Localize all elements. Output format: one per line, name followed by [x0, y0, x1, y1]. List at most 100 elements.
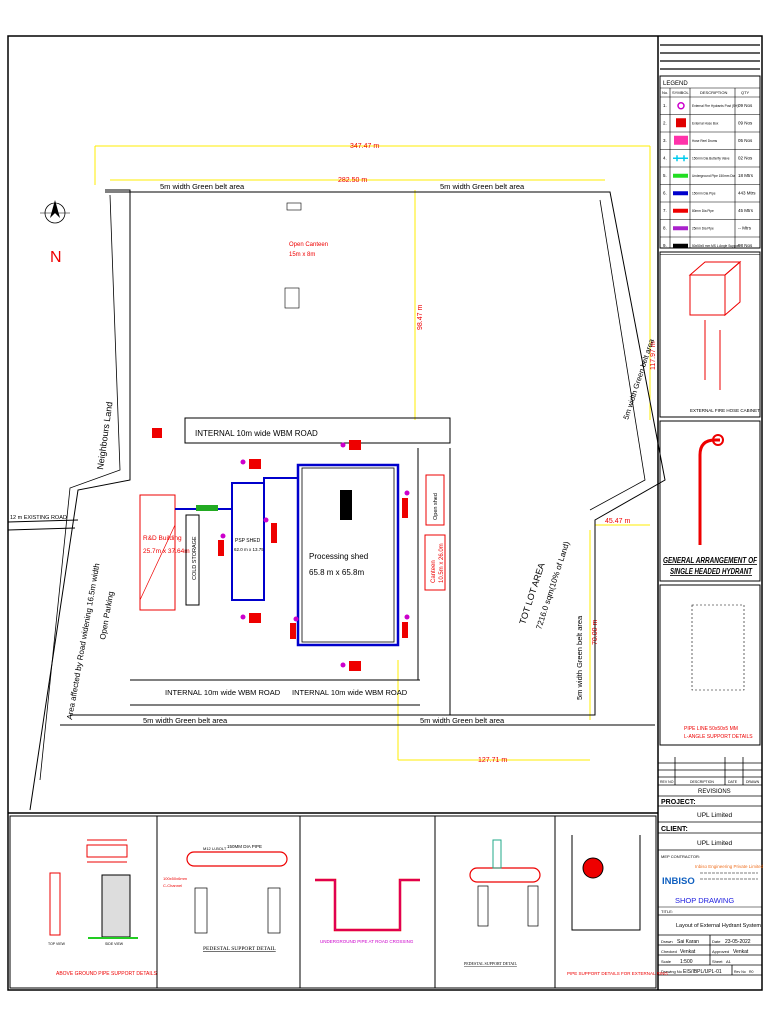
legend-header: QTY — [741, 90, 750, 95]
legend-description: 80mm Dia Pipe — [692, 209, 714, 213]
legend-no: 5. — [663, 173, 667, 178]
side-view-label: SIDE VIEW — [105, 942, 124, 946]
road-bottom-right: INTERNAL 10m wide WBM ROAD — [292, 688, 408, 697]
scale-value: 1:500 — [680, 959, 693, 965]
legend-qty: 98 Nos — [738, 243, 753, 248]
legend-header: DESCRIPTION — [700, 90, 727, 95]
dim-vertical-mid: 98.47 m — [417, 305, 424, 330]
revision-header: REV NO — [660, 780, 674, 784]
legend-description: Hose Reel Drums — [692, 139, 718, 143]
revisions-label: REVISIONS — [698, 789, 731, 795]
legend-description: 50x50x5 mm MS L Angle Support — [692, 244, 739, 248]
butterfly-valve-icon — [673, 155, 688, 162]
sheet-label: Sheet — [712, 959, 723, 964]
green-belt-top-left: 5m width Green belt area — [160, 182, 245, 191]
legend-qty: 45 Mtrs — [738, 208, 754, 213]
revision-header: DESCRIPTION — [690, 780, 714, 784]
legend-qty: 443 Mtrs — [738, 191, 756, 196]
c-channel-label: 100x50x6mm — [163, 876, 188, 881]
legend-description: 150mm Dia Pipe — [692, 192, 716, 196]
u-bolt-label: M12 U-BOLT — [203, 846, 227, 851]
pipe-150-label: 150MM DIA PIPE — [227, 844, 262, 849]
client-name: UPL Limited — [697, 840, 733, 847]
purple-line-icon — [673, 226, 688, 231]
contractor-logo: INBISO — [662, 876, 695, 887]
legend-no: 6. — [663, 191, 667, 196]
checked-label: Checked — [661, 949, 677, 954]
legend-qty: -- Mtrs — [738, 226, 752, 231]
legend-no: 3. — [663, 138, 667, 143]
sheet-value: A1 — [726, 959, 732, 964]
checked-by: Venkat — [680, 949, 696, 955]
red-line-icon — [673, 208, 688, 213]
hydrant-title-2: SINGLE HEADED HYDRANT — [670, 567, 753, 576]
legend-qty: 09 Nos — [738, 103, 753, 108]
drawing-number-label: Drawing No — [661, 969, 683, 974]
legend-header: No. — [662, 90, 668, 95]
legend-description: External Hose Box — [692, 122, 719, 126]
hydrant-title-1: GENERAL ARRANGEMENT OF — [663, 556, 758, 565]
green-line-icon — [673, 173, 688, 178]
title-block: REV NO DESCRIPTION DATE DRAWN REVISIONS … — [658, 757, 764, 976]
contractor-name: Inbiso Engineering Private Limited — [695, 864, 764, 869]
approved-label: Approved — [712, 949, 729, 954]
date-value: 23-05-2022 — [725, 939, 751, 945]
pedestal-title-1: PEDESTAL SUPPORT DETAIL — [203, 946, 276, 952]
road-bottom-left: INTERNAL 10m wide WBM ROAD — [165, 688, 281, 697]
legend-qty: 02 Nos — [738, 156, 753, 161]
canteen-size: 10.5m x 26.0m — [439, 543, 445, 583]
angle-support-2: L-ANGLE SUPPORT DETAILS — [684, 734, 753, 740]
green-belt-right-lower: 5m width Green belt area — [575, 615, 584, 700]
hose-reel-drum-icon — [674, 135, 688, 145]
road-widening: Area affected by Road widening 16.5m wid… — [65, 563, 101, 721]
drawn-by: Sai Karan — [677, 939, 699, 945]
legend-no: 1. — [663, 103, 667, 108]
legend-qty: 05 Nos — [738, 138, 753, 143]
open-canteen: Open Canteen — [289, 242, 328, 248]
contractor-label: MEP CONTRACTOR: — [661, 854, 700, 859]
legend-no: 2. — [663, 121, 667, 126]
project-name: UPL Limited — [697, 812, 733, 819]
north-label: N — [50, 249, 62, 266]
drawing-number: EIS/IBPL/UPL-01 — [683, 969, 722, 975]
road-crossing-title: UNDERGROUND PIPE AT ROAD CROSSING — [320, 939, 414, 944]
scale-label: Scale — [661, 959, 672, 964]
cold-storage: COLD STORAGE — [192, 536, 198, 580]
legend-no: 8. — [663, 226, 667, 231]
legend-qty: 18 Mtrs — [738, 173, 754, 178]
open-shed: Open shed — [433, 493, 439, 520]
processing-size: 65.8 m x 65.8m — [309, 568, 364, 577]
hydrant-post-markers — [220, 442, 410, 668]
black-line-icon — [673, 243, 688, 248]
blue-line-icon — [673, 191, 688, 196]
rnd-size: 25.7m x 37.64m — [143, 548, 190, 555]
processing-shed: Processing shed — [309, 552, 368, 561]
external-ring-title: PIPE SUPPORT DETAILS FOR EXTERNAL RING — [567, 971, 668, 976]
drawing-title: Layout of External Hydrant System — [676, 923, 761, 929]
dim-right-offset: 45.47 m — [605, 518, 630, 525]
bottom-details: TOP VIEW SIDE VIEW ABOVE GROUND PIPE SUP… — [9, 815, 668, 989]
above-ground-title: ABOVE GROUND PIPE SUPPORT DETAILS — [56, 971, 158, 977]
approved-by: Venkat — [733, 949, 749, 955]
open-parking: Open Parking — [98, 591, 115, 641]
rev-no-label: Rev No — [734, 970, 746, 974]
hose-cabinet-title: EXTERNAL FIRE HOSE CABINET — [690, 408, 760, 413]
legend-header: SYMBOL — [672, 90, 689, 95]
psp-shed: PSP SHED — [235, 538, 261, 544]
green-belt-bottom-left: 5m width Green belt area — [143, 716, 228, 725]
psp-size: 62.0 m x 13.75 — [234, 547, 264, 552]
rnd-building: R&D Building — [143, 535, 182, 542]
revision-header: DATE — [728, 780, 738, 784]
dim-top-inner: 282.50 m — [338, 177, 367, 184]
title-label: TITLE: — [661, 909, 673, 914]
project-label: PROJECT: — [661, 799, 696, 806]
shop-drawing: SHOP DRAWING — [675, 896, 734, 905]
legend-description: 25mm Dia Pipe — [692, 227, 714, 231]
dim-vertical-right: 117.97 m — [650, 341, 657, 370]
neighbours-land: Neighbours Land — [95, 401, 114, 470]
hose-box-markers — [152, 428, 408, 671]
open-canteen-size: 15m x 8m — [289, 252, 315, 258]
sheet-border — [7, 35, 763, 991]
legend-no: 7. — [663, 208, 667, 213]
